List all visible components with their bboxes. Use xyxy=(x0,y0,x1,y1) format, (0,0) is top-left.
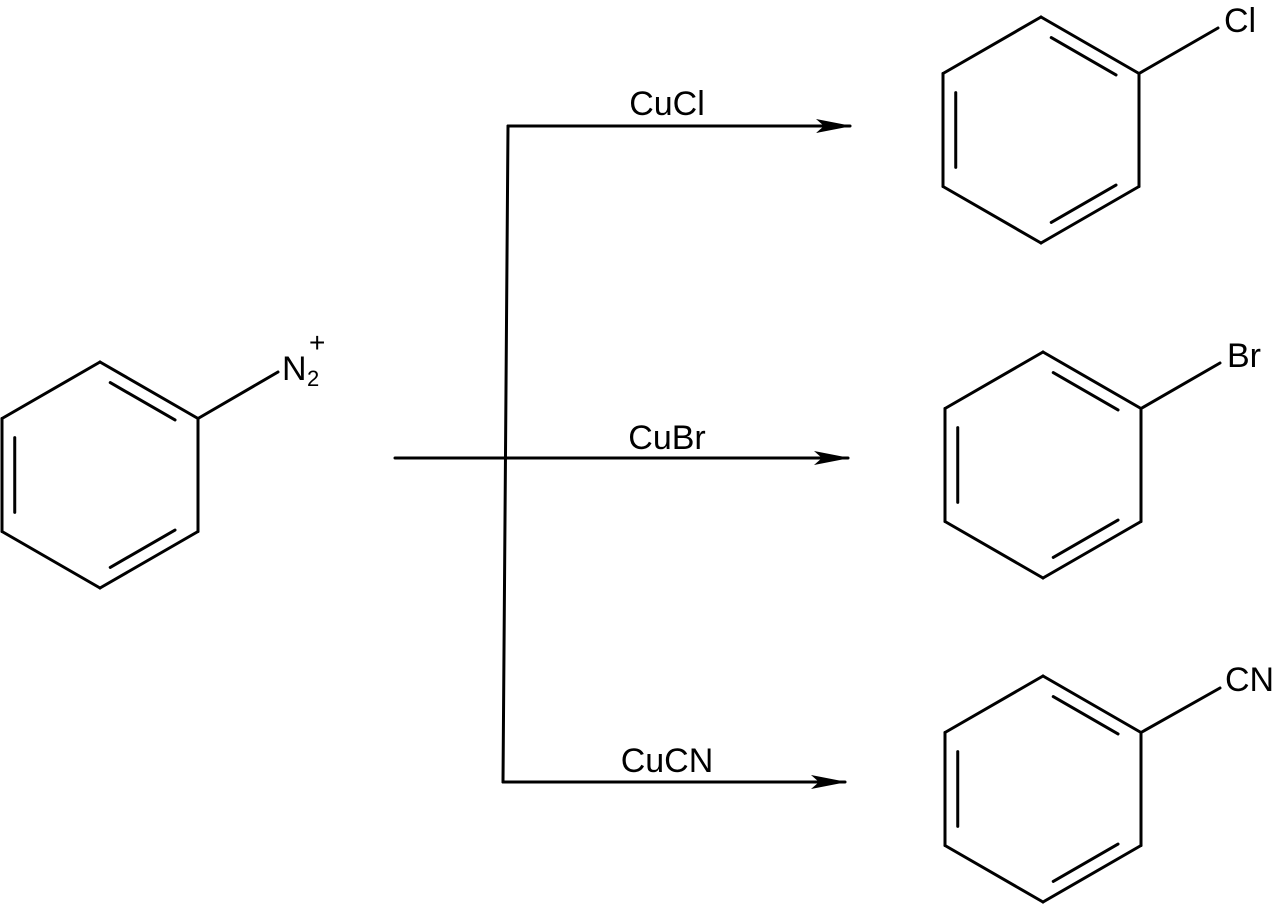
reactant-benzene-double-bond xyxy=(108,381,177,422)
reactant-benzene-bond xyxy=(98,360,200,420)
reactant-benzene-bond xyxy=(98,530,200,590)
bromobenzene-bond xyxy=(1041,350,1143,410)
bromobenzene-bond xyxy=(943,350,1045,410)
substituent-cn: CN xyxy=(1225,661,1274,699)
chlorobenzene-double-bond xyxy=(1049,183,1118,224)
substituent-cl: Cl xyxy=(1224,2,1256,40)
benzonitrile-double-bond xyxy=(1051,695,1120,736)
substituent-br: Br xyxy=(1227,337,1261,375)
reactant-benzene-bond xyxy=(0,360,102,420)
benzonitrile-bond xyxy=(1041,844,1143,904)
benzonitrile-bond xyxy=(943,674,1045,734)
reagent-cucn: CuCN xyxy=(621,742,714,780)
chlorobenzene-substituent-bond xyxy=(1137,26,1220,75)
reagent-cucl: CuCl xyxy=(629,85,705,123)
charge-label: + xyxy=(309,327,325,358)
reagent-cubr: CuBr xyxy=(628,419,705,457)
chlorobenzene-bond xyxy=(1039,15,1141,75)
benzonitrile-double-bond xyxy=(1051,842,1120,883)
bromobenzene-substituent-bond xyxy=(1139,361,1222,410)
nitrogen-label: N xyxy=(282,350,307,388)
branch-line xyxy=(501,124,510,784)
reactant-benzene-bond xyxy=(0,530,102,590)
benzonitrile-bond xyxy=(1041,674,1143,734)
reactant-benzene-double-bond xyxy=(108,528,177,569)
chlorobenzene-bond xyxy=(1039,185,1141,245)
bromobenzene-bond xyxy=(1041,520,1143,580)
reactant-benzene-substituent-bond xyxy=(196,370,280,420)
benzonitrile-substituent-bond xyxy=(1139,686,1222,734)
chlorobenzene-bond xyxy=(941,185,1043,245)
bromobenzene-double-bond xyxy=(1051,518,1120,559)
subscript-label: 2 xyxy=(307,366,319,391)
benzonitrile-bond xyxy=(943,844,1045,904)
bromobenzene-double-bond xyxy=(1051,371,1120,412)
diazonium-group-label: N 2 + xyxy=(282,327,325,391)
bromobenzene-bond xyxy=(943,520,1045,580)
chlorobenzene-bond xyxy=(941,15,1043,75)
chlorobenzene-double-bond xyxy=(1049,36,1118,77)
